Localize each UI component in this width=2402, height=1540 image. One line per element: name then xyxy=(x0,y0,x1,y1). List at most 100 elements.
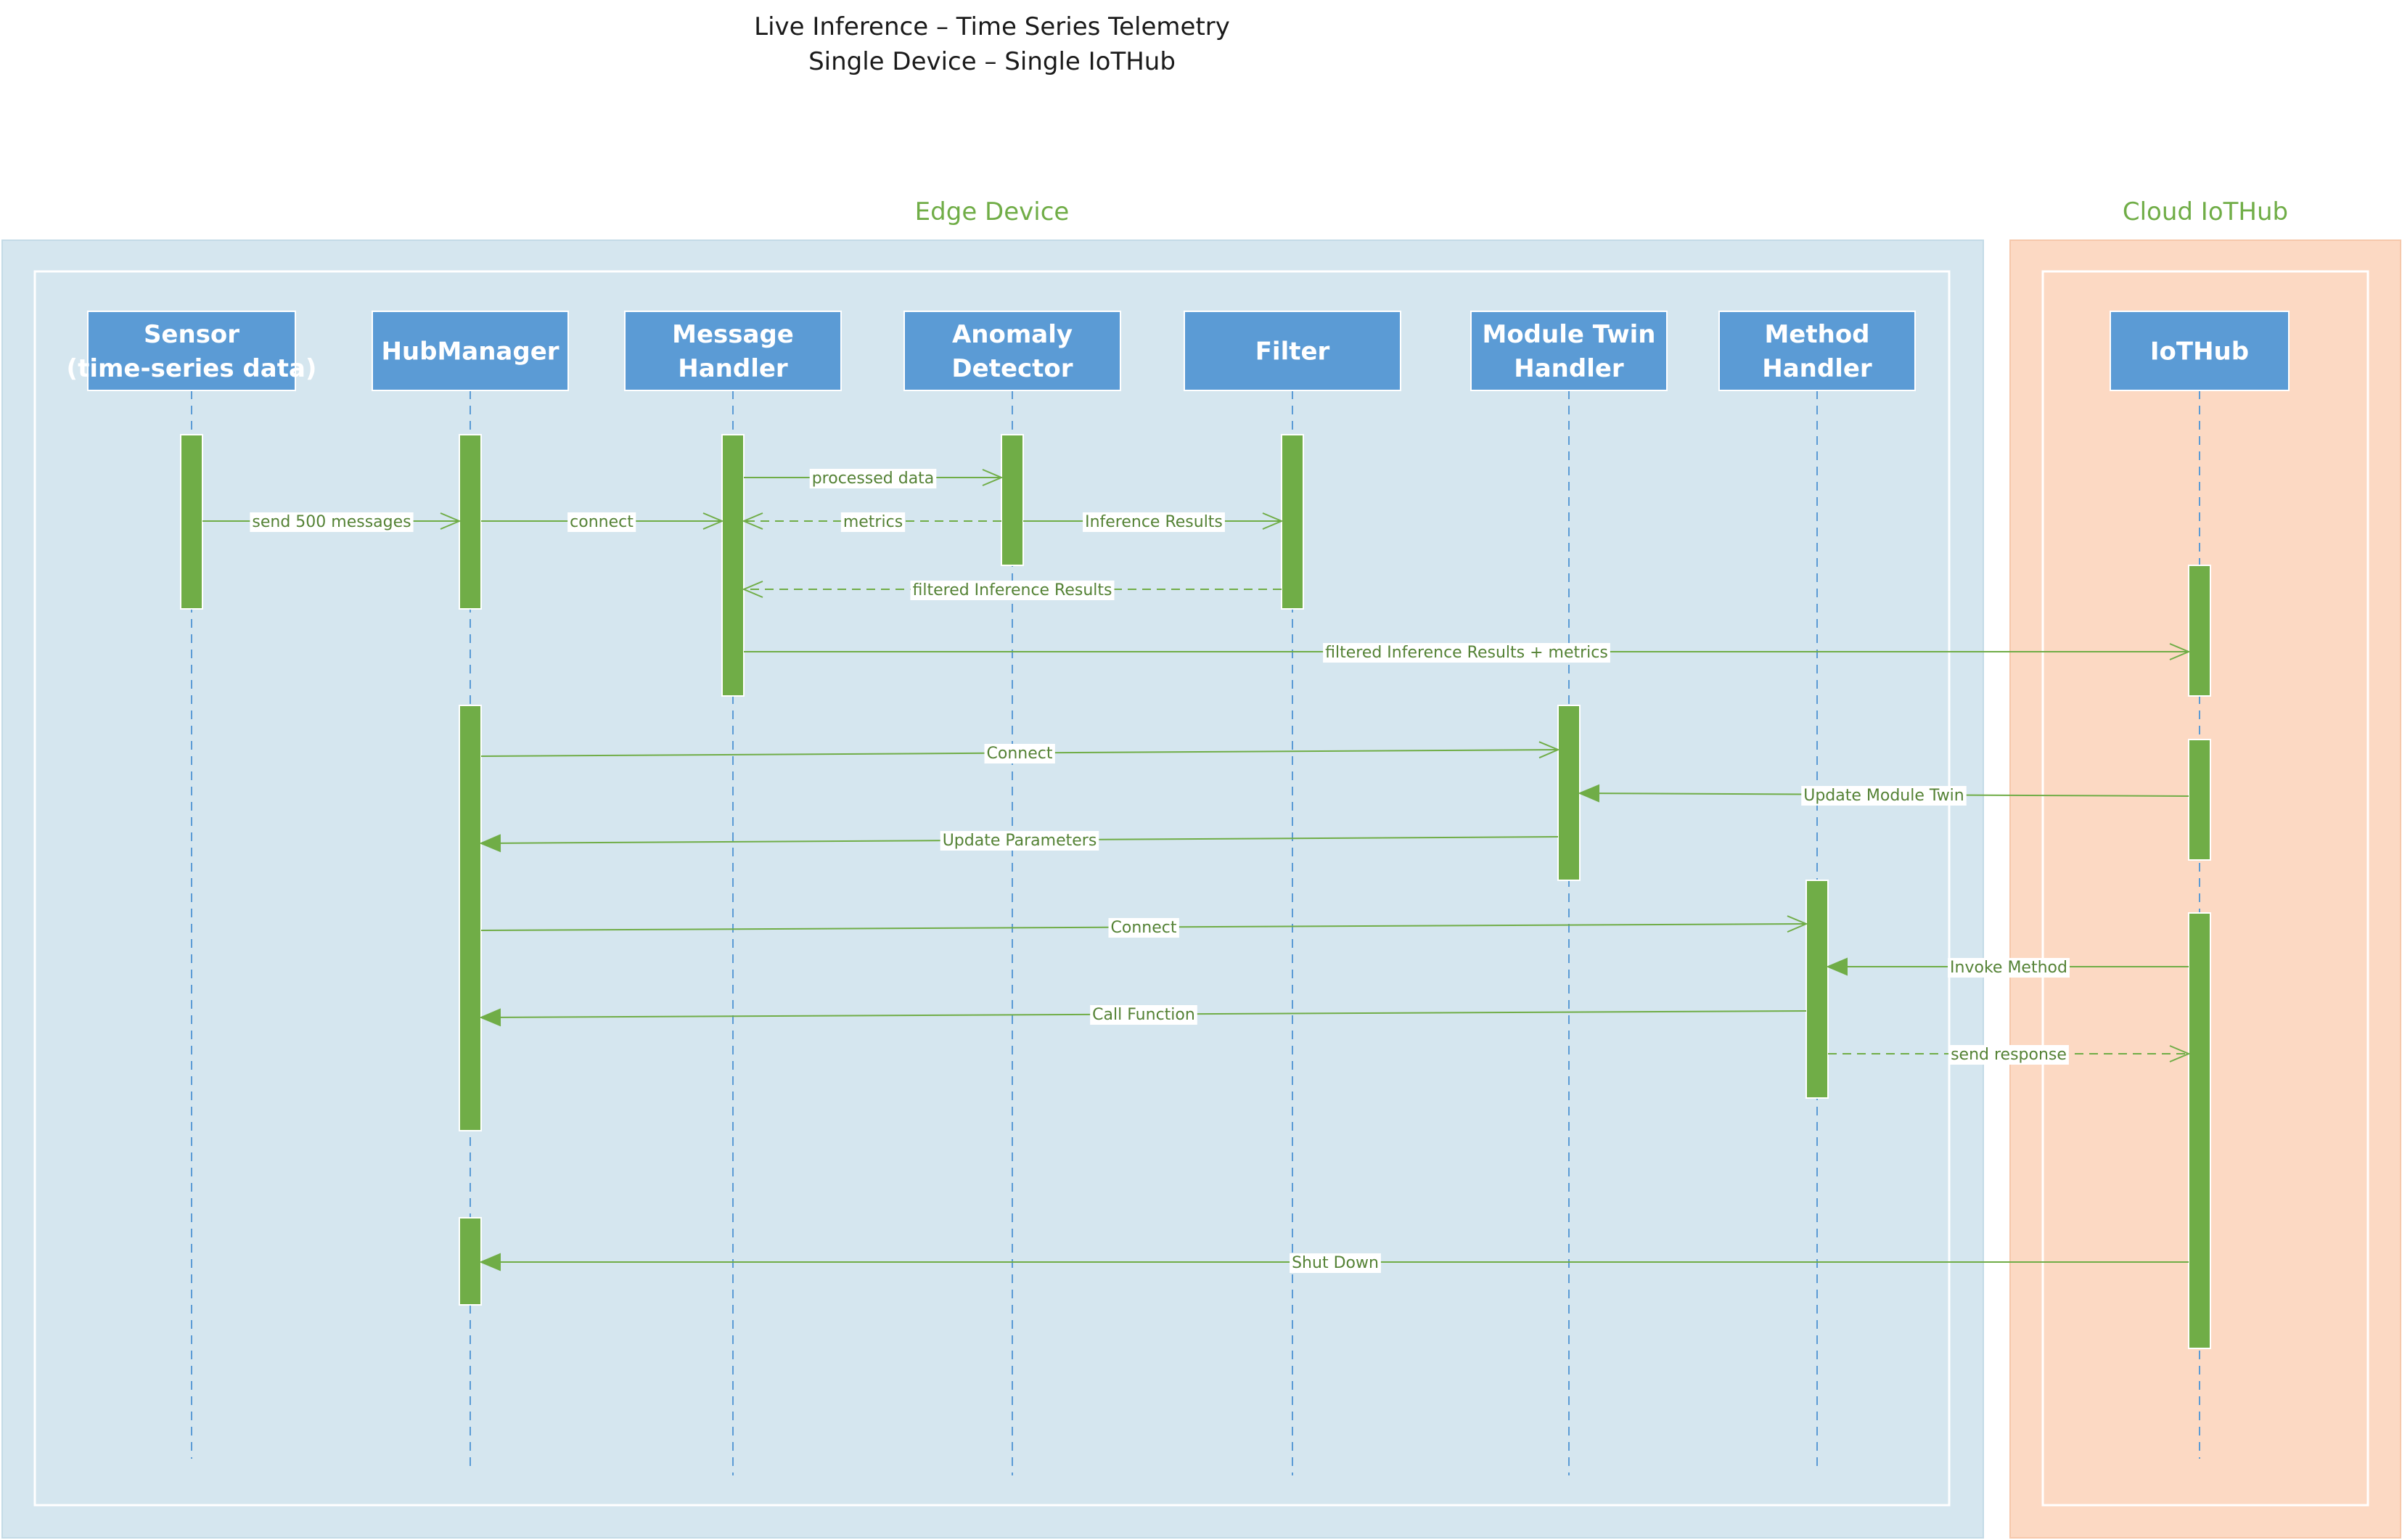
message-label: Inference Results xyxy=(1085,513,1223,531)
participant-label-messagehandler: Handler xyxy=(678,354,788,383)
message-label: Shut Down xyxy=(1292,1254,1379,1272)
participant-label-methodhandler: Handler xyxy=(1762,354,1872,383)
arrowhead-open xyxy=(2169,1045,2191,1062)
participant-label-anomalydetector: Detector xyxy=(951,354,1073,383)
edge-device-label: Edge Device xyxy=(915,197,1070,226)
message-label-bg xyxy=(1290,1253,1381,1273)
activation-bar-anomalydetector xyxy=(1001,434,1024,566)
participant-label-iothub: IoTHub xyxy=(2150,337,2249,366)
participant-label-messagehandler: Message xyxy=(672,320,794,349)
message-label: connect xyxy=(570,513,634,531)
activation-bars xyxy=(180,434,2211,1349)
message-label: Connect xyxy=(987,745,1053,763)
message-label-bg xyxy=(1083,512,1225,532)
arrowhead-open xyxy=(440,512,462,530)
message-hubmanager-to-moduletwinhandler: Connect xyxy=(480,741,1560,763)
message-anomalydetector-to-messagehandler: metrics xyxy=(742,512,1001,532)
message-iothub-to-hubmanager: Shut Down xyxy=(479,1253,2189,1273)
message-label-bg xyxy=(1108,918,1179,938)
activation-bar-iothub xyxy=(2188,739,2211,861)
arrowhead-open xyxy=(702,512,724,530)
message-label-bg xyxy=(250,512,414,532)
message-label: send 500 messages xyxy=(252,513,411,531)
participant-label-hubmanager: HubManager xyxy=(381,337,559,366)
message-label: filtered Inference Results xyxy=(913,581,1112,599)
message-moduletwinhandler-to-hubmanager: Update Parameters xyxy=(479,831,1559,853)
message-label: send response xyxy=(1951,1046,2067,1064)
message-methodhandler-to-hubmanager: Call Function xyxy=(479,1005,1807,1027)
cloud-iothub-inner-frame xyxy=(2041,270,2369,1507)
arrowhead-open xyxy=(2169,643,2191,660)
activation-bar-iothub xyxy=(2188,912,2211,1349)
messages: processed data send 500 messages connect me… xyxy=(202,469,2191,1273)
activation-bar-iothub xyxy=(2188,565,2211,697)
message-label: processed data xyxy=(812,470,935,488)
message-label: Invoke Method xyxy=(1950,959,2067,977)
message-label: filtered Inference Results + metrics xyxy=(1325,644,1608,662)
arrowhead-filled xyxy=(479,1253,501,1271)
participant-label-filter: Filter xyxy=(1255,337,1330,366)
message-label-bg xyxy=(984,744,1055,763)
participants: Sensor (time-series data) HubManager Messag… xyxy=(67,311,2290,391)
message-label-bg xyxy=(1323,643,1610,663)
arrowhead-open xyxy=(742,512,763,530)
participant-iothub: IoTHub xyxy=(2110,311,2290,391)
activation-bar-hubmanager xyxy=(459,705,482,1131)
message-hubmanager-to-methodhandler: Connect xyxy=(480,915,1808,938)
participant-label-sensor: Sensor xyxy=(144,320,239,349)
message-label: Update Parameters xyxy=(943,832,1097,850)
participant-box-filter xyxy=(1184,311,1401,391)
message-iothub-to-moduletwinhandler: Update Module Twin xyxy=(1578,784,2189,806)
participant-label-methodhandler: Method xyxy=(1764,320,1869,349)
participant-box-anomalydetector xyxy=(903,311,1121,391)
title-line-1: Live Inference – Time Series Telemetry xyxy=(754,12,1230,41)
message-anomalydetector-to-filter: Inference Results xyxy=(1023,512,1284,532)
activation-bar-hubmanager xyxy=(459,1217,482,1306)
cloud-iothub-label: Cloud IoTHub xyxy=(2123,197,2288,226)
message-label-bg xyxy=(910,581,1115,600)
diagram-title: Live Inference – Time Series Telemetry S… xyxy=(754,12,1230,76)
message-messagehandler-to-iothub: filtered Inference Results + metrics xyxy=(744,643,2191,663)
edge-device-panel xyxy=(1,239,1984,1539)
title-line-2: Single Device – Single IoTHub xyxy=(808,47,1176,76)
message-label: Update Module Twin xyxy=(1803,787,1964,805)
message-label: Connect xyxy=(1111,919,1177,937)
activation-bar-messagehandler xyxy=(721,434,745,697)
arrowhead-filled xyxy=(1826,957,1848,976)
activation-bar-moduletwinhandler xyxy=(1557,705,1581,881)
participant-hubmanager: HubManager xyxy=(372,311,569,391)
message-label-bg xyxy=(940,831,1099,851)
participant-box-moduletwinhandler xyxy=(1470,311,1668,391)
message-label-bg xyxy=(1090,1005,1197,1025)
message-iothub-to-methodhandler: Invoke Method xyxy=(1826,957,2189,978)
participant-label-anomalydetector: Anomaly xyxy=(952,320,1073,349)
message-label-bg xyxy=(809,469,937,488)
participant-label-sensor: (time-series data) xyxy=(67,354,317,383)
message-label-bg xyxy=(1948,1045,2069,1065)
message-sensor-to-hubmanager: send 500 messages xyxy=(202,512,462,532)
participant-box-sensor xyxy=(87,311,296,391)
participant-label-moduletwinhandler: Module Twin xyxy=(1482,320,1655,349)
participant-sensor: Sensor (time-series data) xyxy=(67,311,317,391)
arrowhead-filled xyxy=(1578,784,1600,803)
activation-bar-hubmanager xyxy=(459,434,482,610)
participant-box-methodhandler xyxy=(1718,311,1916,391)
arrowhead-open xyxy=(1538,741,1560,759)
message-label: metrics xyxy=(843,513,903,531)
message-methodhandler-to-iothub: send response xyxy=(1828,1045,2191,1065)
activation-bar-filter xyxy=(1281,434,1304,610)
edge-device-inner-frame xyxy=(33,270,1951,1507)
message-hubmanager-to-messagehandler: connect xyxy=(481,512,724,532)
participant-box-iothub xyxy=(2110,311,2290,391)
participant-box-messagehandler xyxy=(624,311,842,391)
message-label-bg xyxy=(1801,786,1967,806)
arrowhead-open xyxy=(742,581,763,598)
participant-filter: Filter xyxy=(1184,311,1401,391)
message-label-bg xyxy=(840,512,906,532)
message-messagehandler-to-anomalydetector: processed data xyxy=(744,469,1004,488)
